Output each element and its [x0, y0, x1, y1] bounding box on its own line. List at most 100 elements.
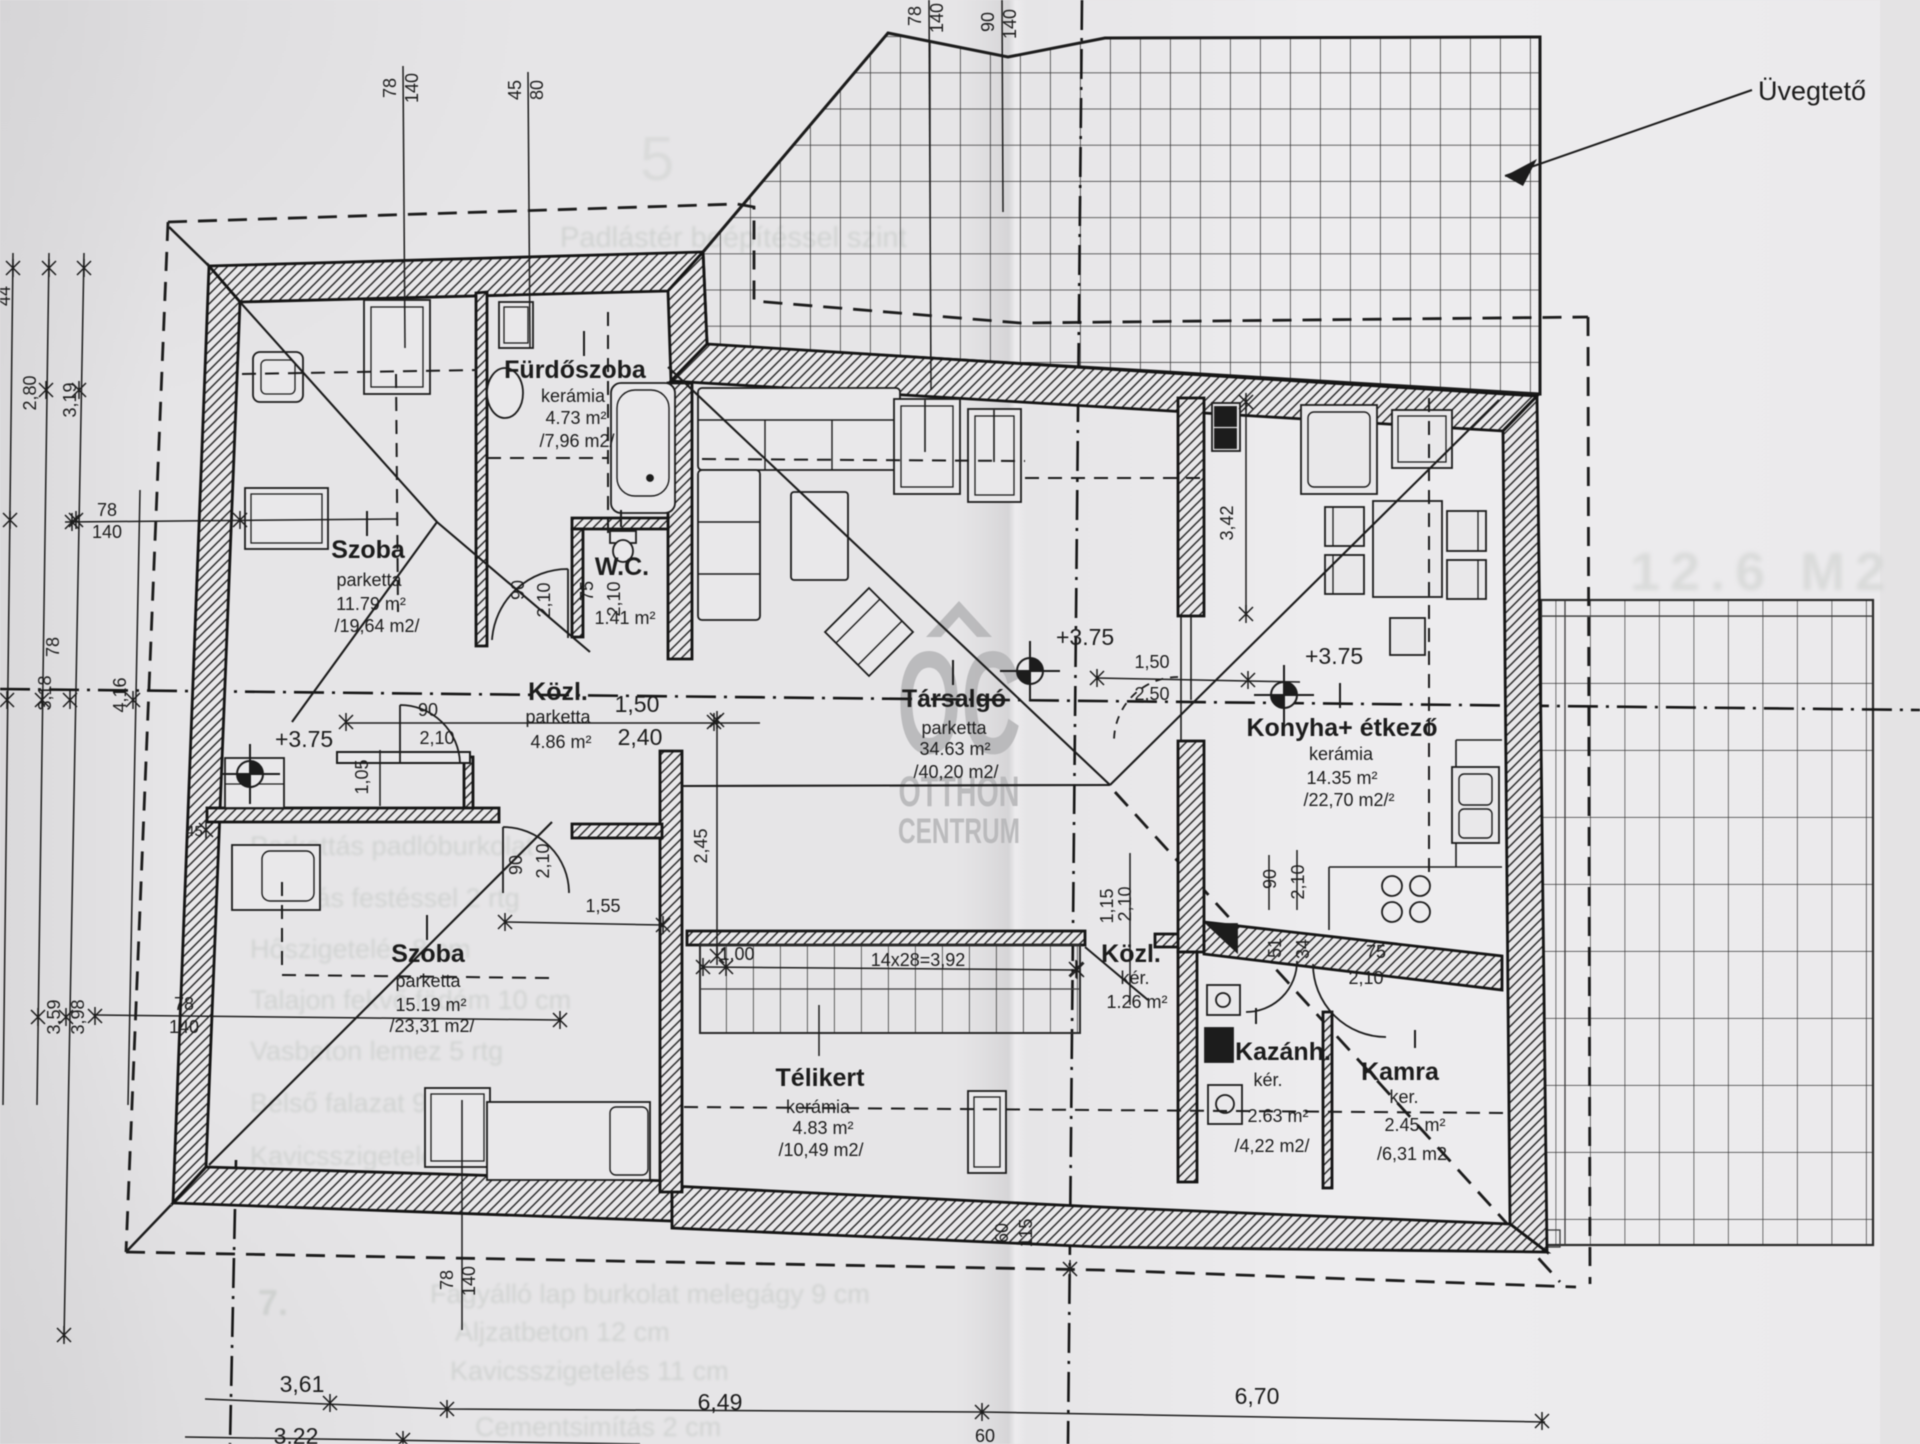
- svg-text:78: 78: [380, 78, 400, 98]
- svg-text:Közl.: Közl.: [528, 678, 588, 706]
- svg-text:+3.75: +3.75: [275, 726, 333, 752]
- svg-text:2,10: 2,10: [604, 581, 624, 616]
- svg-text:/23,31 m2/: /23,31 m2/: [389, 1016, 474, 1036]
- svg-text:45: 45: [505, 80, 525, 100]
- svg-text:Cementsimítás 2 cm: Cementsimítás 2 cm: [475, 1412, 721, 1442]
- svg-text:Kazánh.: Kazánh.: [1235, 1038, 1331, 1066]
- svg-text:Aljzatbeton 12 cm: Aljzatbeton 12 cm: [455, 1317, 670, 1347]
- svg-text:140: 140: [459, 1266, 479, 1296]
- svg-text:1.41 m²: 1.41 m²: [594, 608, 655, 628]
- svg-text:kér.: kér.: [1120, 968, 1149, 988]
- svg-text:75: 75: [577, 581, 597, 601]
- svg-text:Vasbeton lemez 5 rtg: Vasbeton lemez 5 rtg: [250, 1036, 503, 1066]
- svg-text:3,42: 3,42: [1217, 505, 1237, 540]
- svg-text:14x28=3,92: 14x28=3,92: [871, 950, 966, 970]
- svg-text:2,10: 2,10: [533, 843, 553, 878]
- svg-text:45: 45: [186, 823, 203, 840]
- svg-text:kér.: kér.: [1253, 1070, 1282, 1090]
- svg-text:2,80: 2,80: [20, 375, 40, 410]
- svg-text:78: 78: [437, 1270, 457, 1290]
- svg-text:140: 140: [92, 522, 122, 542]
- svg-text:2,45: 2,45: [691, 828, 711, 863]
- svg-text:/4,22 m2/: /4,22 m2/: [1234, 1136, 1309, 1156]
- svg-text:OC: OC: [897, 621, 1021, 784]
- svg-text:44: 44: [0, 286, 14, 306]
- svg-text:parketta: parketta: [336, 570, 402, 590]
- svg-text:Fagyálló lap burkolat melegágy: Fagyálló lap burkolat melegágy 9 cm: [430, 1279, 870, 1309]
- svg-text:75: 75: [1366, 942, 1386, 962]
- svg-text:3,18: 3,18: [35, 675, 55, 710]
- svg-text:ker.: ker.: [1389, 1087, 1418, 1107]
- svg-text:34.63 m²: 34.63 m²: [919, 739, 990, 759]
- svg-text:Fürdőszoba: Fürdőszoba: [504, 356, 647, 384]
- svg-text:/22,70 m2/²: /22,70 m2/²: [1303, 790, 1394, 810]
- svg-text:3,98: 3,98: [68, 999, 88, 1034]
- svg-text:/7,96 m2/: /7,96 m2/: [539, 431, 614, 451]
- svg-text:11.79 m²: 11.79 m²: [336, 594, 406, 614]
- svg-text:2,10: 2,10: [534, 582, 554, 617]
- svg-text:Közl.: Közl.: [1101, 940, 1161, 968]
- svg-text:140: 140: [169, 1017, 199, 1037]
- svg-text:78: 78: [43, 637, 63, 657]
- svg-text:2,10: 2,10: [419, 728, 454, 748]
- svg-text:6,70: 6,70: [1235, 1383, 1280, 1409]
- svg-text:parketta: parketta: [395, 971, 461, 991]
- svg-text:/10,49 m2/: /10,49 m2/: [778, 1140, 863, 1160]
- svg-text:2,50: 2,50: [1134, 684, 1169, 704]
- svg-text:140: 140: [402, 73, 422, 103]
- svg-text:90: 90: [978, 12, 998, 32]
- svg-text:Szoba: Szoba: [331, 536, 406, 564]
- svg-text:2,10: 2,10: [1348, 968, 1383, 988]
- svg-text:80: 80: [527, 80, 547, 100]
- svg-text:51: 51: [1265, 938, 1285, 958]
- svg-text:Kamra: Kamra: [1361, 1058, 1440, 1086]
- svg-text:OTTHON: OTTHON: [899, 768, 1020, 816]
- svg-text:1,00: 1,00: [719, 944, 754, 964]
- svg-text:4.83 m²: 4.83 m²: [792, 1118, 853, 1138]
- svg-text:140: 140: [1000, 9, 1020, 39]
- svg-text:3,19: 3,19: [60, 382, 80, 417]
- svg-text:4,16: 4,16: [110, 677, 130, 712]
- svg-text:+3.75: +3.75: [1056, 624, 1114, 650]
- svg-text:parketta: parketta: [525, 707, 591, 727]
- svg-text:60: 60: [992, 1223, 1012, 1243]
- svg-text:60: 60: [975, 1426, 995, 1444]
- svg-text:1,15: 1,15: [1097, 888, 1117, 923]
- svg-text:34: 34: [1293, 939, 1313, 959]
- svg-text:Üvegtető: Üvegtető: [1758, 76, 1866, 106]
- svg-text:2,10: 2,10: [1115, 886, 1135, 921]
- svg-text:7.: 7.: [258, 1282, 288, 1323]
- svg-text:Társalgó: Társalgó: [902, 685, 1006, 713]
- svg-text:115: 115: [1016, 1219, 1036, 1248]
- svg-text:3,59: 3,59: [44, 999, 64, 1034]
- svg-text:Talajon fekvő födém 10 cm: Talajon fekvő födém 10 cm: [250, 985, 571, 1015]
- svg-text:/19,64 m2/: /19,64 m2/: [334, 616, 419, 636]
- svg-text:90: 90: [1260, 869, 1280, 889]
- svg-text:78: 78: [97, 500, 117, 520]
- svg-text:+3.75: +3.75: [1305, 643, 1363, 669]
- svg-text:Télikert: Télikert: [776, 1064, 866, 1092]
- svg-text:6,49: 6,49: [698, 1389, 743, 1415]
- svg-text:1,50: 1,50: [1134, 652, 1169, 672]
- svg-text:CENTRUM: CENTRUM: [898, 812, 1020, 851]
- svg-text:78: 78: [174, 994, 194, 1014]
- svg-text:2.63 m²: 2.63 m²: [1247, 1106, 1308, 1126]
- svg-text:4.86 m²: 4.86 m²: [530, 732, 591, 752]
- svg-text:15.19 m²: 15.19 m²: [395, 995, 466, 1015]
- svg-text:2,10: 2,10: [1288, 864, 1308, 899]
- svg-text:1,55: 1,55: [585, 896, 620, 916]
- svg-text:5: 5: [640, 125, 674, 194]
- svg-text:kerámia: kerámia: [1309, 744, 1374, 764]
- svg-text:90: 90: [508, 580, 528, 600]
- svg-text:14.35 m²: 14.35 m²: [1306, 768, 1377, 788]
- svg-text:W.C.: W.C.: [595, 553, 649, 581]
- svg-text:12.6 M2: 12.6 M2: [1630, 542, 1895, 602]
- svg-text:140: 140: [927, 3, 947, 33]
- svg-text:90: 90: [506, 855, 526, 875]
- svg-text:2,40: 2,40: [618, 724, 663, 750]
- svg-text:78: 78: [905, 6, 925, 26]
- svg-text:kerámia: kerámia: [541, 386, 606, 406]
- svg-text:kerámia: kerámia: [786, 1097, 851, 1117]
- svg-text:1.26 m²: 1.26 m²: [1106, 992, 1167, 1012]
- svg-text:3,61: 3,61: [280, 1371, 325, 1397]
